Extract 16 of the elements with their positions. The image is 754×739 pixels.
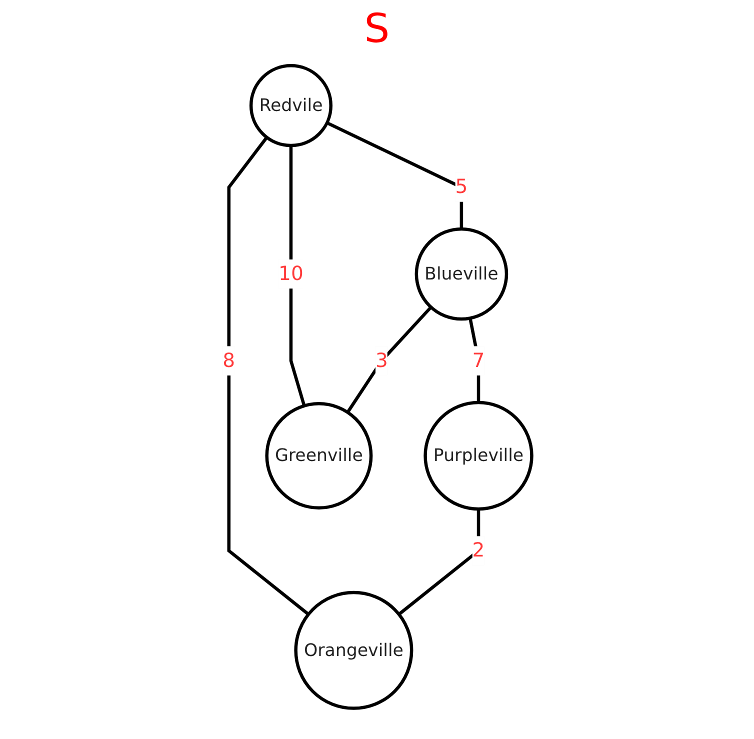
edge-label: 7: [472, 346, 484, 376]
connector-line: [346, 306, 432, 414]
edge-label: 10: [278, 259, 304, 289]
edge-label: 3: [375, 346, 388, 376]
edge-label: 2: [472, 536, 484, 566]
edge-label: 5: [455, 172, 468, 202]
city-circle: Orangeville: [294, 590, 413, 710]
title: S: [363, 6, 391, 52]
city-circle: Blueville: [414, 227, 508, 321]
city-circle: Redvile: [249, 64, 332, 148]
city-circle: Greenville: [265, 402, 372, 510]
connector-line: [289, 146, 306, 406]
city-circle: Purpleville: [423, 400, 534, 511]
edge-label: 8: [222, 346, 235, 376]
connector-line: [227, 136, 310, 616]
connector-line: [326, 121, 463, 229]
